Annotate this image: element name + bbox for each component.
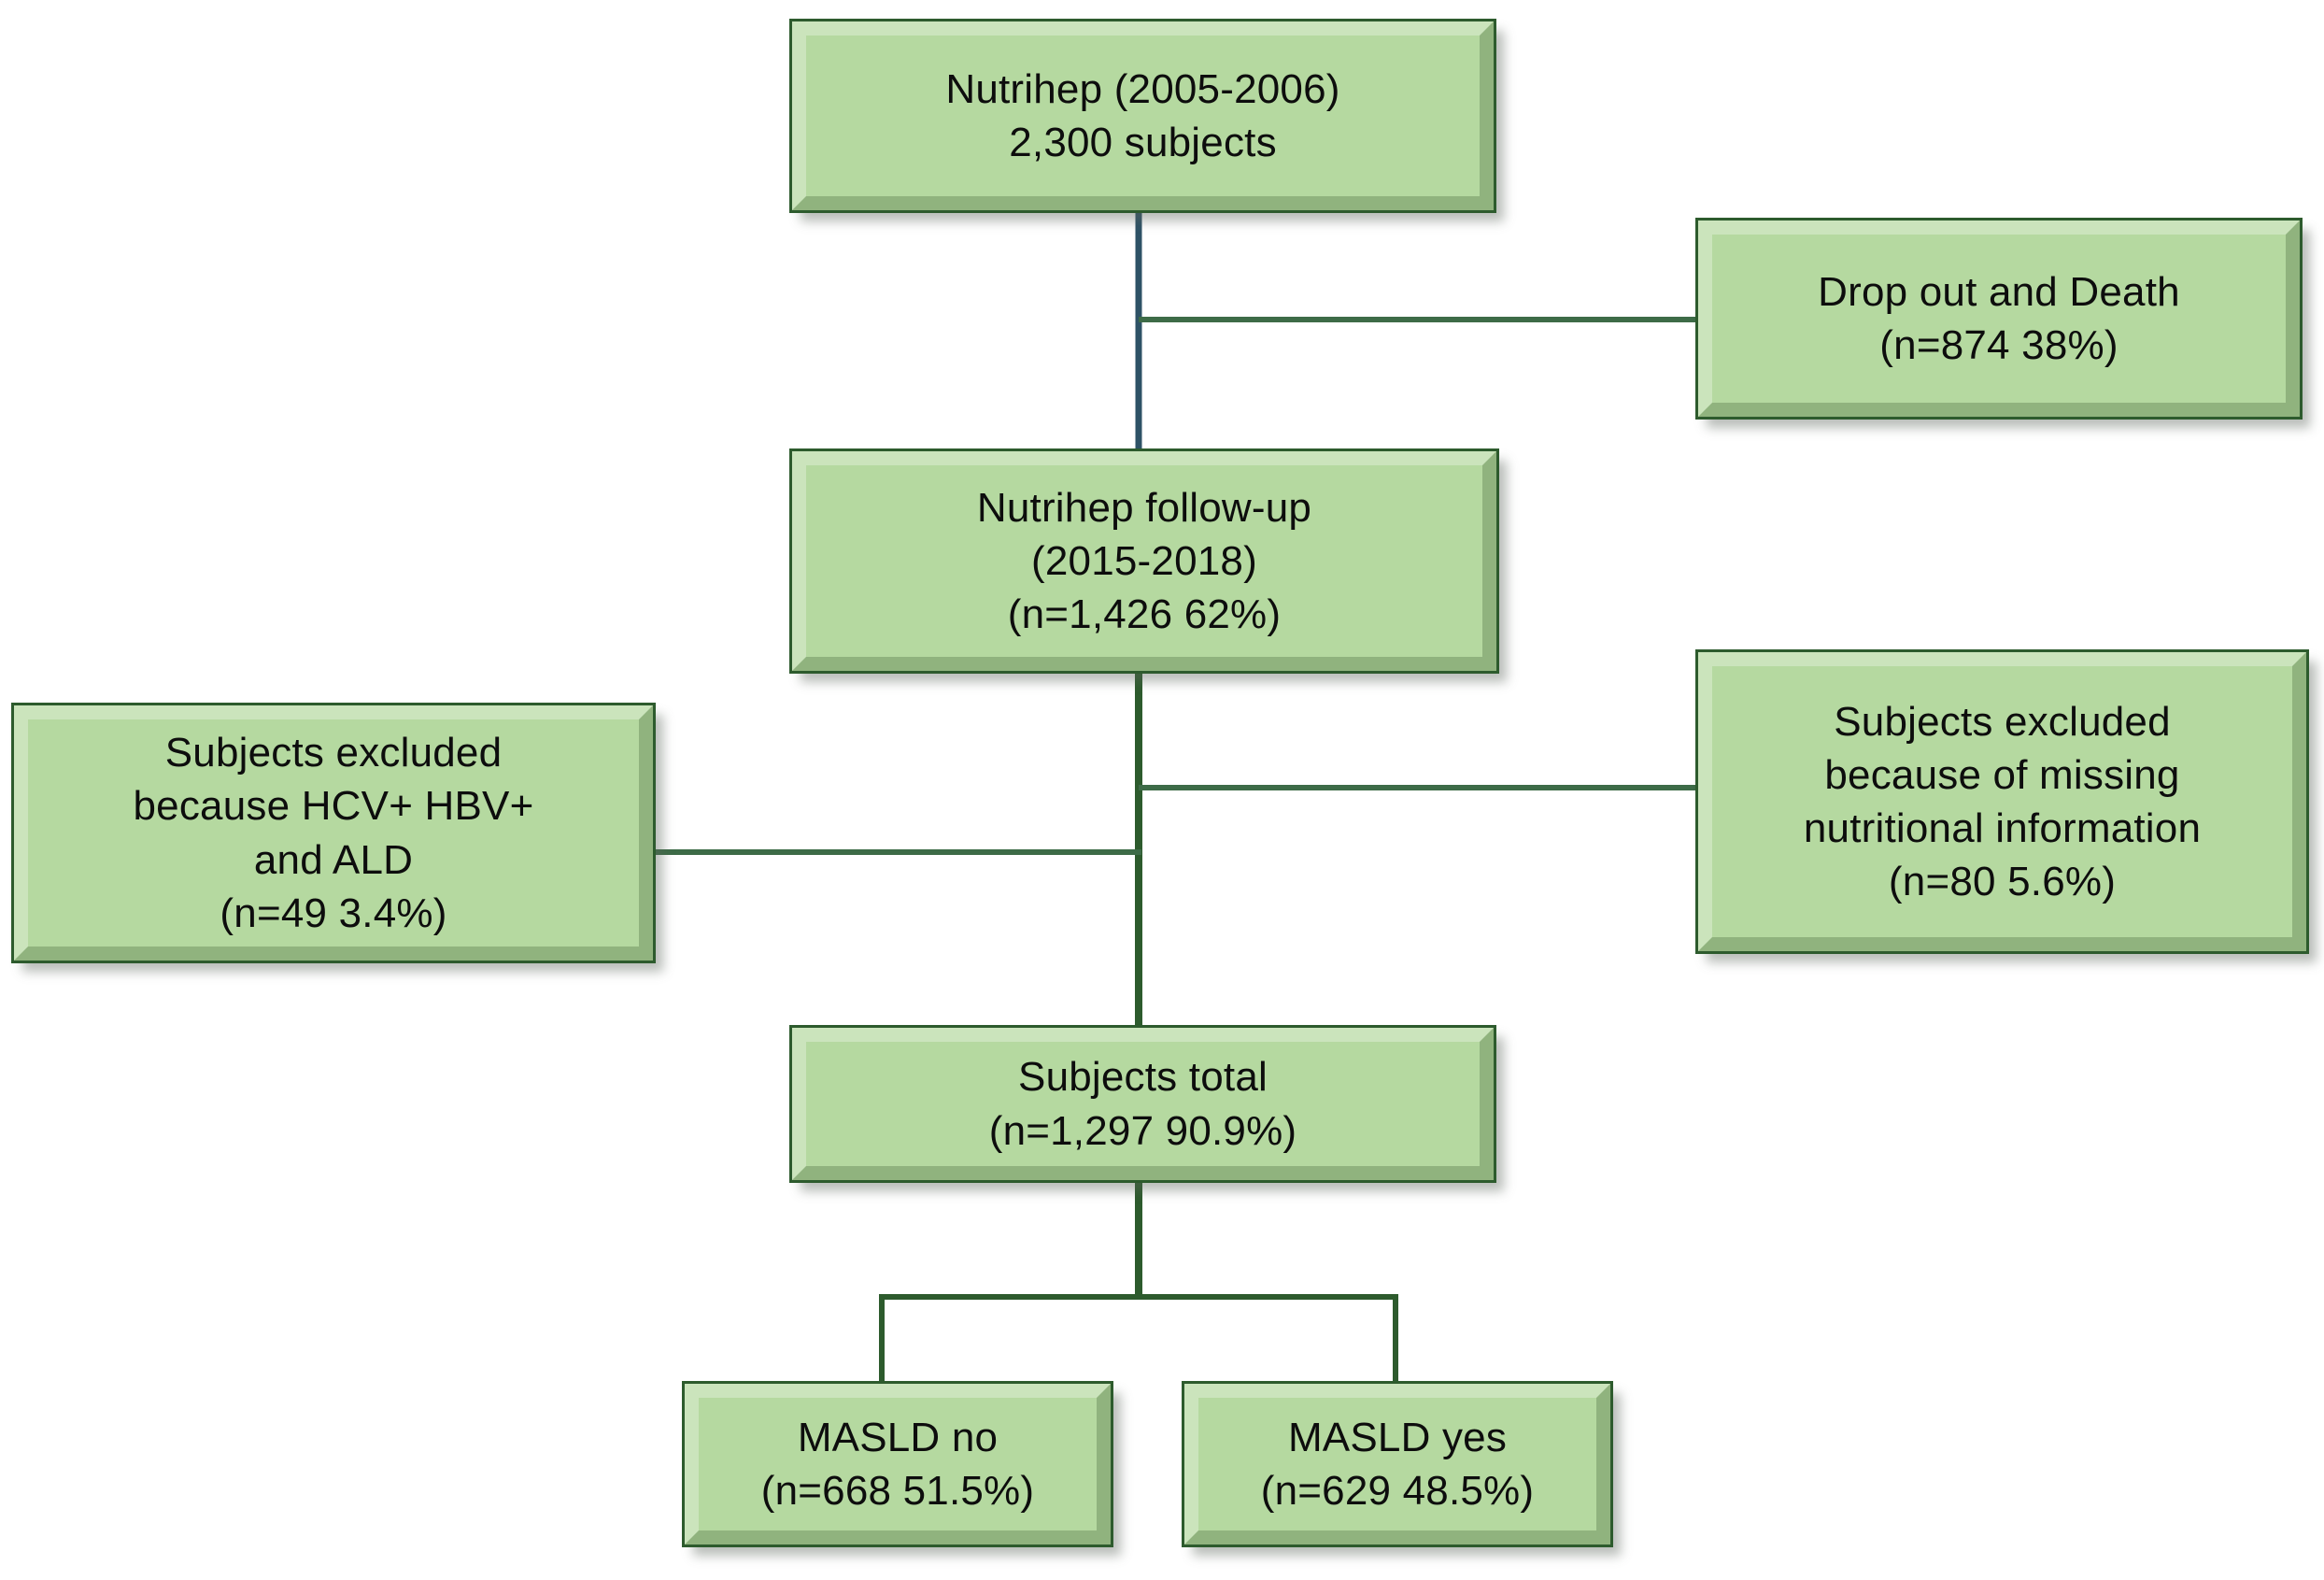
node-masld-no: MASLD no (n=668 51.5%) <box>682 1381 1113 1547</box>
node-dropout-and-death-label: Drop out and Death (n=874 38%) <box>1818 268 2180 368</box>
node-masld-no-label: MASLD no (n=668 51.5%) <box>760 1414 1035 1514</box>
node-subjects-total-label: Subjects total (n=1,297 90.9%) <box>988 1054 1297 1154</box>
node-excluded-viral-ald-label: Subjects excluded because HCV+ HBV+ and … <box>133 730 534 936</box>
node-excluded-missing-nutrition-label: Subjects excluded because of missing nut… <box>1803 698 2202 905</box>
node-excluded-missing-nutrition: Subjects excluded because of missing nut… <box>1695 649 2309 954</box>
node-excluded-viral-ald: Subjects excluded because HCV+ HBV+ and … <box>11 703 656 963</box>
node-subjects-total: Subjects total (n=1,297 90.9%) <box>789 1025 1496 1183</box>
node-nutrihep-baseline-label: Nutrihep (2005-2006) 2,300 subjects <box>945 65 1340 165</box>
node-masld-yes: MASLD yes (n=629 48.5%) <box>1182 1381 1613 1547</box>
node-nutrihep-followup: Nutrihep follow-up (2015-2018) (n=1,426 … <box>789 448 1499 674</box>
node-nutrihep-baseline: Nutrihep (2005-2006) 2,300 subjects <box>789 19 1496 213</box>
node-dropout-and-death: Drop out and Death (n=874 38%) <box>1695 218 2303 420</box>
node-masld-yes-label: MASLD yes (n=629 48.5%) <box>1260 1414 1535 1514</box>
node-nutrihep-followup-label: Nutrihep follow-up (2015-2018) (n=1,426 … <box>976 484 1312 638</box>
